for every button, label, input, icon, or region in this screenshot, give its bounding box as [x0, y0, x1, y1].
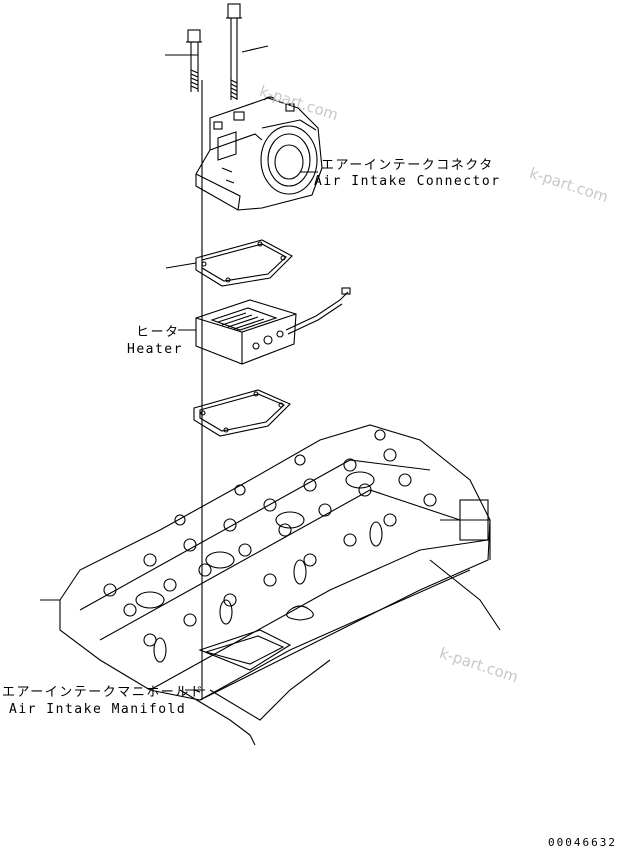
manifold-ports: [135, 471, 383, 663]
heater-label-english: Heater: [127, 342, 183, 357]
air-intake-connector-part: [195, 96, 323, 211]
upper-gasket-part: [165, 239, 293, 287]
long-bolt: [226, 3, 269, 100]
short-bolt: [165, 29, 202, 92]
air-intake-manifold-part: [59, 424, 501, 736]
heater-label-japanese: ヒータ: [136, 325, 180, 340]
lower-gasket-part: [193, 389, 291, 437]
manifold-label-english: Air Intake Manifold: [9, 702, 187, 717]
heater-part: [178, 287, 351, 365]
connector-label-english: Air Intake Connector: [314, 174, 501, 189]
manifold-bolt-bosses: [103, 429, 437, 647]
manifold-label-japanese: エアーインテークマニホールド: [2, 685, 205, 700]
drawing-code: 00046632: [548, 836, 617, 849]
manifold-front-edge: [40, 599, 256, 746]
connector-label-japanese: エアーインテークコネクタ: [321, 158, 494, 173]
